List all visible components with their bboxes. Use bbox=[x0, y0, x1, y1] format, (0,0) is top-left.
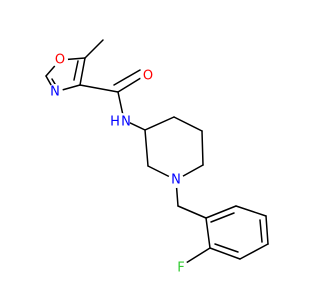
fluorophenyl-ring bbox=[205, 205, 269, 260]
chemical-structure: O N O H N N F bbox=[45, 39, 269, 276]
bond-ar1-ar2-inner bbox=[210, 212, 235, 223]
bond-ar5-ar6-inner bbox=[214, 243, 239, 253]
bond-ch2-ipso bbox=[177, 205, 207, 219]
bond-c5-methyl bbox=[84, 39, 104, 59]
bond-c4-c5 bbox=[79, 57, 86, 86]
bond-c2p-c3 bbox=[144, 129, 149, 167]
bond-ar5-ar6 bbox=[209, 247, 241, 260]
fluorine-label: F bbox=[177, 261, 184, 276]
carbonyl-oxygen-label: O bbox=[143, 69, 153, 84]
oxazole-oxygen-label: O bbox=[55, 53, 65, 68]
bond-ar4-ar5 bbox=[239, 243, 269, 260]
bond-ar6-f bbox=[185, 247, 211, 264]
bond-ar3-ar4-inner bbox=[259, 219, 263, 243]
amide-nitrogen-label: N bbox=[121, 115, 131, 130]
bond-c4p-c5p bbox=[173, 116, 203, 132]
bond-carbonyl-o bbox=[117, 75, 145, 93]
amide-hydrogen-label: H bbox=[110, 115, 120, 130]
bond-c4-c5-inner bbox=[73, 60, 79, 81]
bond-c5p-c6p bbox=[201, 130, 204, 166]
oxazole-nitrogen-label: N bbox=[50, 85, 60, 100]
bond-c4-carbonyl bbox=[79, 84, 119, 93]
bond-ar3-ar4 bbox=[265, 215, 269, 245]
bond-ar1-ar2 bbox=[205, 205, 237, 219]
bond-ar6-ar1 bbox=[205, 217, 211, 249]
piperidine-nitrogen-label: N bbox=[171, 173, 181, 188]
bond-ar2-ar3 bbox=[235, 205, 267, 217]
piperidine-ring bbox=[144, 116, 204, 181]
bond-c3-c4p bbox=[144, 116, 175, 131]
bond-carbonyl-o-double bbox=[113, 69, 141, 86]
